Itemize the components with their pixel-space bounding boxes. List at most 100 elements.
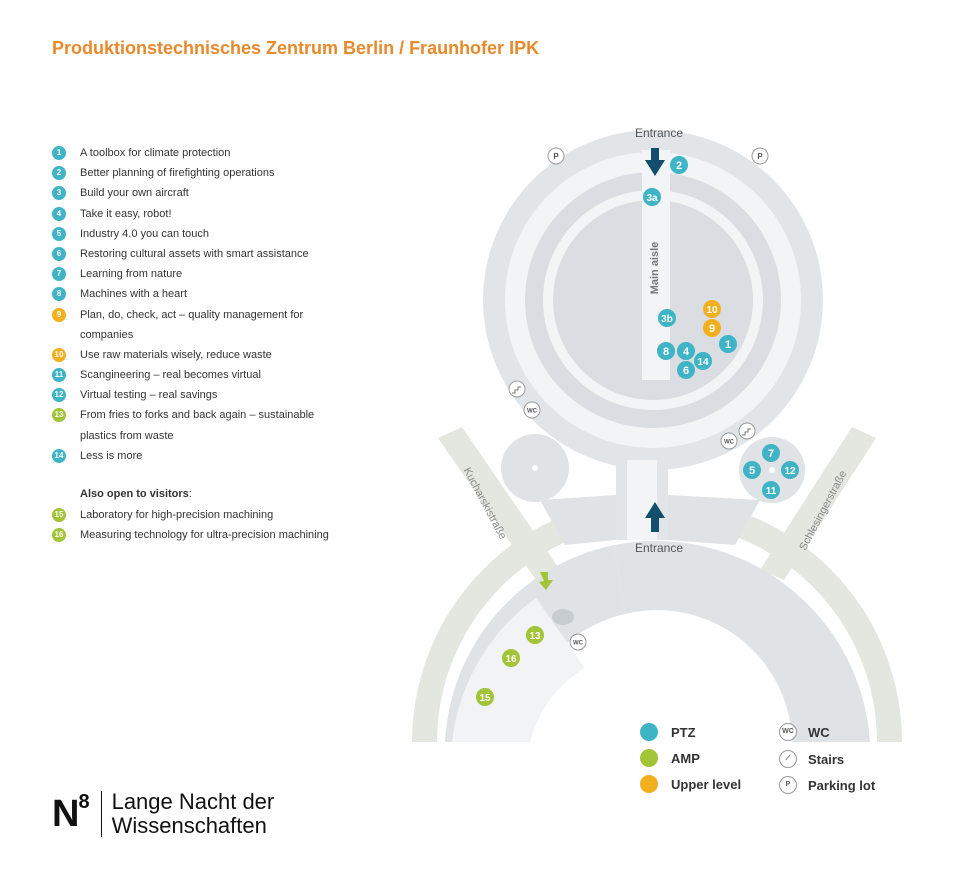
legend-wc: WC WC <box>779 723 830 741</box>
marker-15[interactable]: 15 <box>476 688 494 706</box>
exhibit-label: Better planning of firefighting operatio… <box>80 167 275 180</box>
south-wing-right <box>668 495 760 545</box>
logo-divider <box>100 791 102 837</box>
exhibit-list: 1 A toolbox for climate protection 2 Bette… <box>52 143 340 466</box>
svg-text:8: 8 <box>663 346 669 358</box>
logo-mark: N8 <box>52 790 90 835</box>
marker-9[interactable]: 9 <box>703 319 721 337</box>
exhibit-label: A toolbox for climate protection <box>80 147 231 159</box>
svg-text:12: 12 <box>784 466 796 477</box>
list-item: 10 Use raw materials wisely, reduce waste <box>52 345 340 365</box>
logo-line2: Wissenschaften <box>111 813 267 838</box>
marker-1[interactable]: 1 <box>719 335 737 353</box>
list-item: 15 Laboratory for high-precision machinin… <box>52 505 329 525</box>
marker-3a[interactable]: 3a <box>643 188 661 206</box>
legend-label: Parking lot <box>808 777 876 793</box>
marker-14[interactable]: 14 <box>694 352 712 370</box>
entrance-arrow-top-icon <box>645 148 665 176</box>
marker-16[interactable]: 16 <box>502 649 520 667</box>
svg-text:P: P <box>757 152 763 161</box>
amp-entrance-arrow-icon <box>539 572 553 590</box>
wc-icon: WC <box>523 401 541 419</box>
entrance-label-bottom: Entrance <box>635 541 683 555</box>
wc-icon: WC <box>720 432 738 450</box>
marker-12[interactable]: 12 <box>781 461 799 479</box>
list-item: 2 Better planning of firefighting operati… <box>52 163 340 183</box>
exhibit-label: Take it easy, robot! <box>80 207 172 220</box>
svg-text:13: 13 <box>529 631 541 642</box>
marker-6[interactable]: 6 <box>677 361 695 379</box>
marker-7[interactable]: 7 <box>762 444 780 462</box>
legend-upper: Upper level <box>640 775 741 793</box>
upper-level-dot-icon <box>640 775 658 793</box>
also-open-title: Also open to visitors <box>80 488 189 500</box>
exhibit-label: Restoring cultural assets with smart ass… <box>80 247 309 260</box>
wc-icon: WC <box>569 633 587 651</box>
page-title: Produktionstechnisches Zentrum Berlin / … <box>52 38 540 58</box>
exhibit-badge: 16 <box>52 528 66 543</box>
logo-line1: Lange Nacht der <box>111 789 275 814</box>
svg-text:6: 6 <box>683 365 689 377</box>
stairs-icon: ⟋ <box>779 750 797 768</box>
marker-11[interactable]: 11 <box>762 481 780 499</box>
marker-13[interactable]: 13 <box>526 626 544 644</box>
also-open-heading: Also open to visitors: <box>80 488 192 500</box>
exhibit-badge: 13 <box>52 408 66 423</box>
entrance-label-top: Entrance <box>635 126 683 140</box>
svg-text:WC: WC <box>573 641 584 647</box>
logo: N8 Lange Nacht der Wissenschaften <box>52 790 274 838</box>
amp-wing <box>452 598 585 742</box>
legend-amp: AMP <box>640 749 700 767</box>
legend-label: Stairs <box>808 751 845 767</box>
exhibit-badge: 2 <box>52 166 66 181</box>
list-item: 4 Take it easy, robot! <box>52 204 340 224</box>
amp-dot-icon <box>640 749 658 767</box>
marker-3b[interactable]: 3b <box>658 309 676 327</box>
entrance-arrow-bottom-icon <box>645 502 665 532</box>
exhibit-label: Less is more <box>80 449 143 462</box>
svg-text:3a: 3a <box>646 193 658 204</box>
exhibit-label: Use raw materials wisely, reduce waste <box>80 348 272 361</box>
marker-8[interactable]: 8 <box>657 342 675 360</box>
exhibit-badge: 1 <box>52 146 66 160</box>
exhibit-label: Laboratory for high-precision machining <box>80 509 274 521</box>
parking-icon: P <box>547 147 565 165</box>
exhibit-badge: 4 <box>52 206 66 221</box>
exhibit-label: Industry 4.0 you can touch <box>80 227 210 240</box>
exhibit-badge: 10 <box>52 347 66 362</box>
exhibit-label: Measuring technology for ultra-precision… <box>80 529 329 542</box>
svg-text:15: 15 <box>479 693 491 704</box>
amp-stair-core <box>552 609 574 625</box>
svg-text:11: 11 <box>766 486 777 497</box>
wc-icon: WC <box>779 723 797 741</box>
marker-2[interactable]: 2 <box>670 156 688 174</box>
exhibit-label: Scangineering – real becomes virtual <box>80 369 261 382</box>
marker-4[interactable]: 4 <box>677 342 695 360</box>
exhibit-label: From fries to forks and back again – sus… <box>80 409 315 442</box>
list-item: 13 From fries to forks and back again – s… <box>52 405 340 445</box>
ptz-dot-icon <box>640 723 658 741</box>
marker-5[interactable]: 5 <box>743 461 761 479</box>
svg-text:5: 5 <box>749 465 755 477</box>
stairs-icon <box>508 380 526 398</box>
exhibit-badge: 9 <box>52 307 66 322</box>
exhibit-badge: 12 <box>52 388 66 403</box>
exhibit-label: Learning from nature <box>80 268 183 281</box>
svg-text:2: 2 <box>676 160 682 172</box>
svg-text:P: P <box>553 152 559 161</box>
legend-stairs: ⟋ Stairs <box>779 750 844 768</box>
legend-label: WC <box>808 724 830 740</box>
svg-text:WC: WC <box>527 409 538 415</box>
exhibit-badge: 15 <box>52 508 66 522</box>
south-wing-left <box>540 495 616 545</box>
svg-text:7: 7 <box>768 448 774 460</box>
exhibit-label: Build your own aircraft <box>80 187 189 200</box>
marker-10[interactable]: 10 <box>703 300 721 318</box>
